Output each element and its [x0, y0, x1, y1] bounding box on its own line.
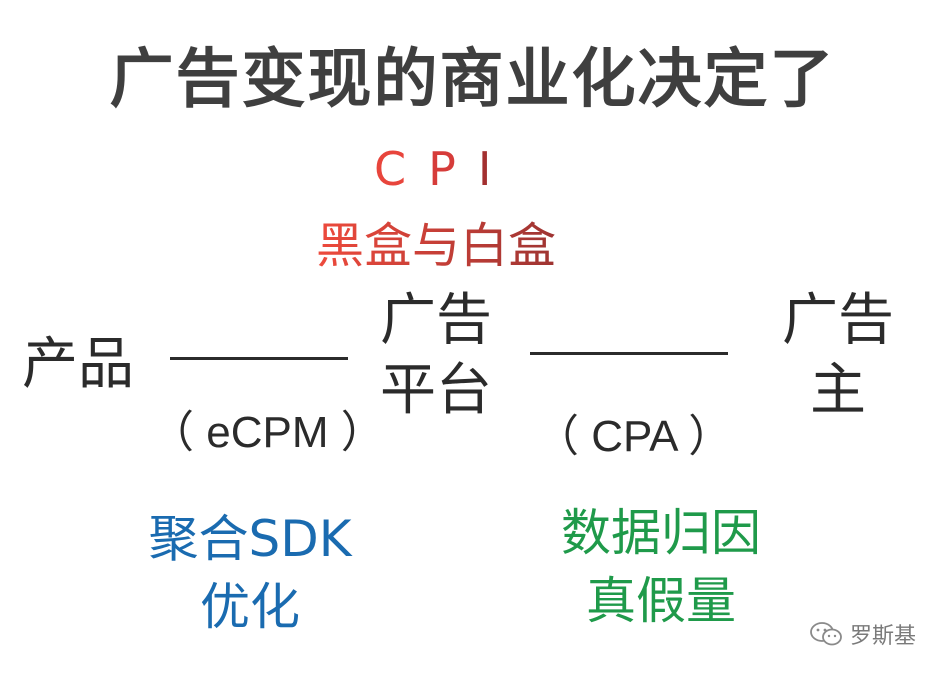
- node-product: 产品: [22, 332, 134, 397]
- attribution-note: 数据归因 真假量: [556, 500, 766, 635]
- cpi-label: CPI: [374, 142, 513, 196]
- black-white-box-label: 黑盒与白盒: [316, 218, 556, 274]
- aggregation-sdk-line1: 聚合SDK: [148, 510, 352, 568]
- node-advertiser-line2: 主: [810, 358, 866, 423]
- node-ad-platform-line2: 平台: [380, 358, 492, 423]
- watermark: 罗斯基: [808, 618, 916, 650]
- wechat-icon: [810, 622, 842, 646]
- attribution-line1: 数据归因: [561, 504, 761, 562]
- attribution-line2: 真假量: [586, 571, 736, 630]
- edge-line-product-platform: [170, 357, 348, 360]
- node-ad-platform-line1: 广告: [380, 288, 492, 353]
- node-ad-platform: 广告 平台: [380, 286, 492, 426]
- node-advertiser-line1: 广告: [782, 288, 894, 353]
- aggregation-sdk-line2: 优化: [200, 577, 300, 636]
- cpi-char-c: C: [374, 142, 429, 196]
- watermark-text: 罗斯基: [850, 624, 917, 649]
- edge-label-ecpm: （ eCPM ）: [150, 408, 385, 457]
- edge-label-cpa: （ CPA ）: [535, 412, 733, 461]
- edge-line-platform-advertiser: [530, 352, 728, 355]
- aggregation-sdk-note: 聚合SDK 优化: [140, 506, 360, 641]
- cpi-char-p: P: [428, 142, 478, 196]
- page-title: 广告变现的商业化决定了: [109, 43, 836, 117]
- cpi-char-i: I: [477, 142, 514, 196]
- black-white-box-text: 黑盒与白盒: [316, 218, 556, 274]
- node-advertiser: 广告 主: [782, 286, 894, 426]
